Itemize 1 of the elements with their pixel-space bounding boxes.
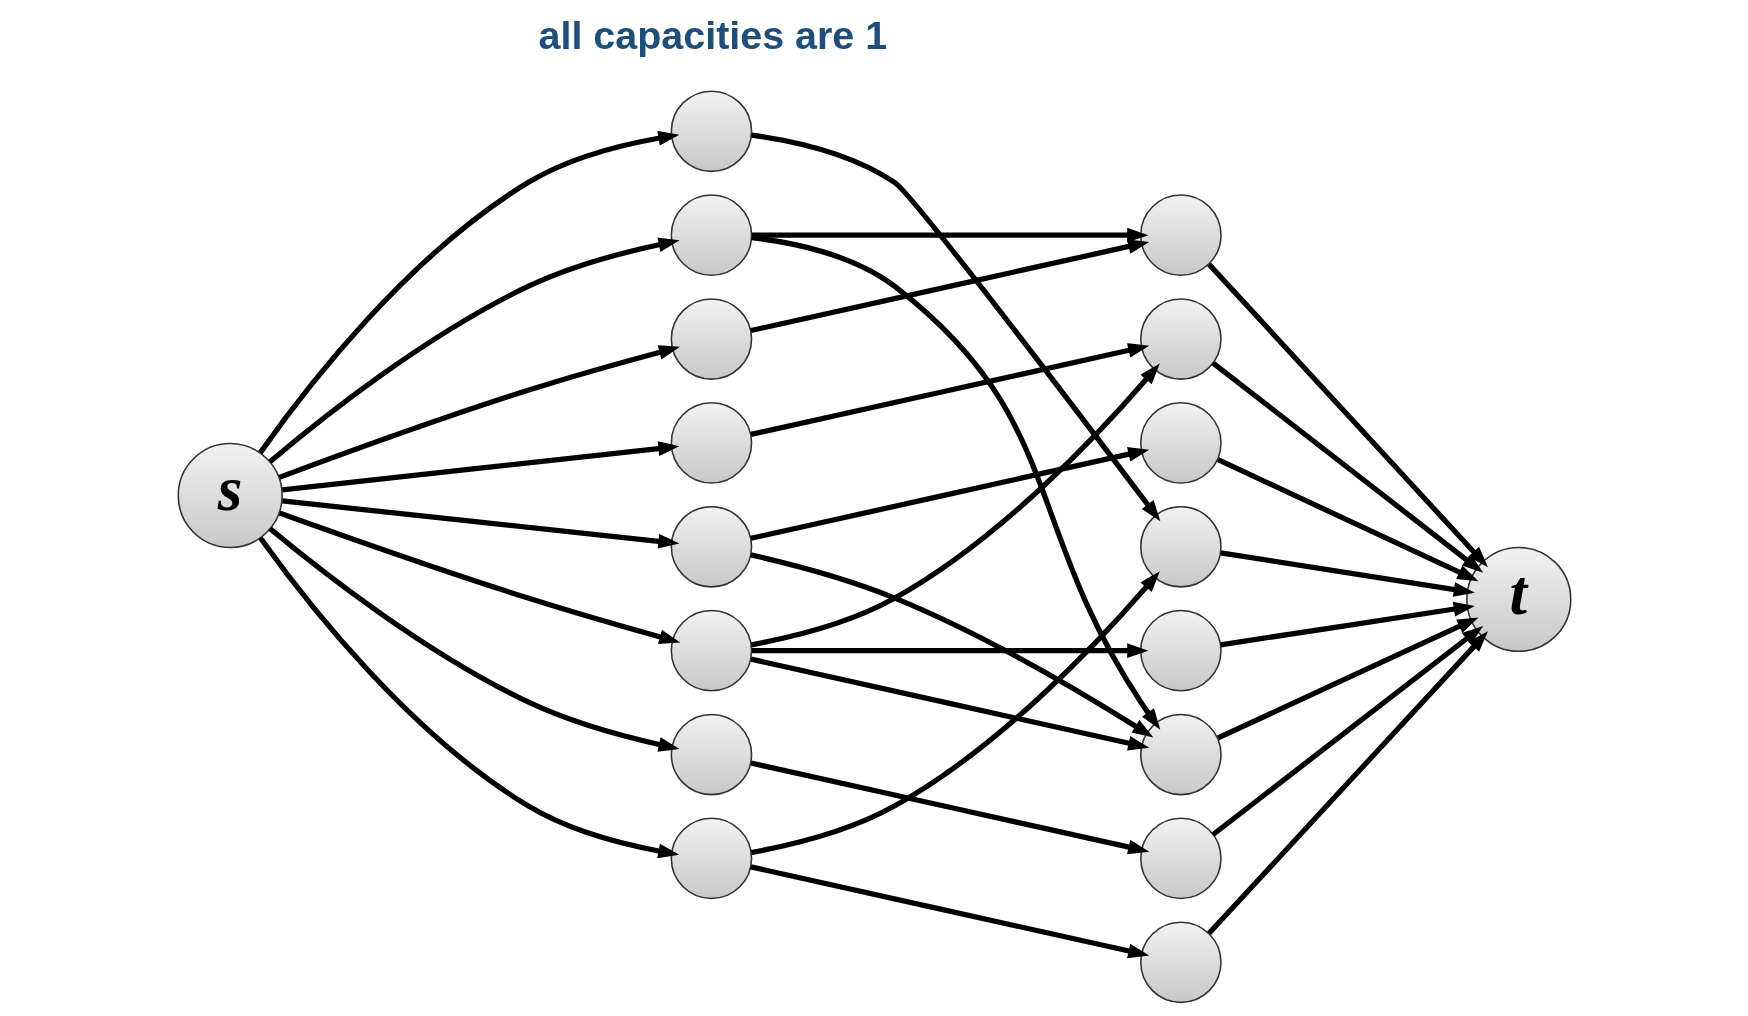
label: all capacities are 1 <box>538 13 887 58</box>
